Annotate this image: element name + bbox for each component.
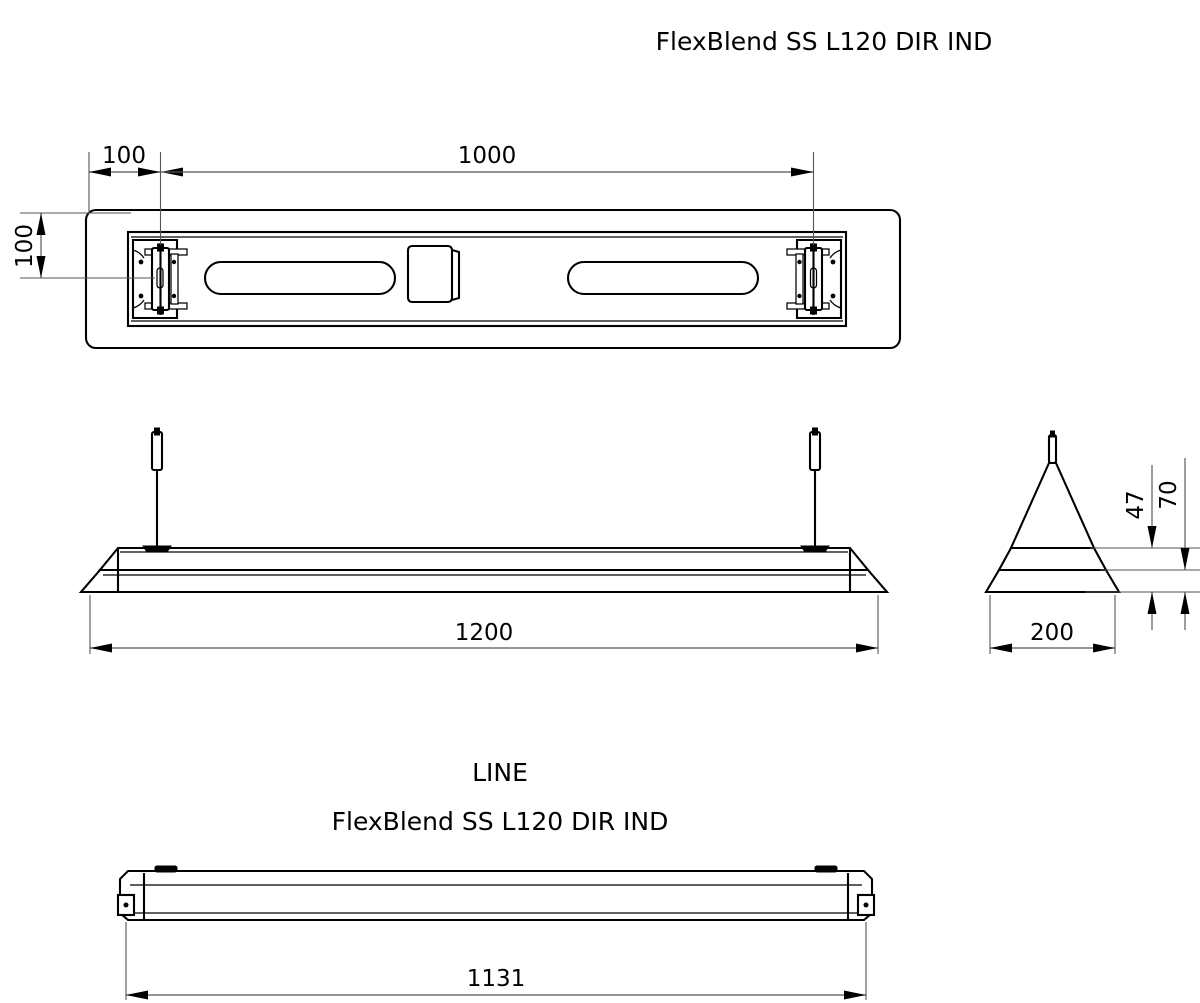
line-section: LINE FlexBlend SS L120 DIR IND [116, 758, 876, 1000]
dimension-line-length: 1131 [125, 922, 867, 1000]
dim-label-mount-spacing: 1000 [458, 143, 517, 169]
dim-100h-arrow-left [89, 167, 111, 177]
dim-label-line-length: 1131 [467, 966, 526, 992]
wire-left-tip [154, 427, 160, 436]
dim-1131-arrow-right [844, 990, 866, 1000]
bracket-right-pin-head-bottom [810, 306, 817, 315]
bracket-right-screw-2 [830, 293, 836, 299]
bracket-right-tab-screw-2 [797, 293, 802, 299]
dim-1200-arrow-left [90, 643, 112, 653]
side-end-view: 200 47 70 [984, 430, 1200, 654]
top-view: 100 1000 100 [12, 143, 902, 350]
bracket-right-tab-screw-1 [797, 259, 802, 265]
suspension-wire-left [142, 427, 172, 553]
wire-left-gripper [150, 430, 164, 472]
bracket-left-notch-tl [132, 240, 145, 259]
top-view-outer-housing [84, 208, 902, 350]
front-view-lower-trapezoid [78, 568, 890, 594]
dim-200-arrow-right [1093, 643, 1115, 653]
bracket-left-screw-2 [138, 293, 144, 299]
top-view-slot-right [566, 260, 760, 296]
side-view-upper-trapezoid [997, 546, 1108, 572]
bracket-right-notch-tr [829, 240, 842, 259]
side-view-cone-canopy [1009, 461, 1096, 550]
front-view-upper-trapezoid [97, 546, 871, 572]
front-elevation-view: 1200 [78, 427, 890, 654]
dim-1000-arrow-right [791, 167, 814, 177]
line-endcap-right-screw [863, 902, 869, 908]
dim-47-arrow-top [1147, 526, 1157, 548]
bracket-left-pin-head-top [157, 243, 164, 252]
dimension-mount-spacing: 1000 [160, 143, 815, 245]
dim-1131-arrow-left [126, 990, 148, 1000]
side-view-wire-gripper [1047, 433, 1058, 465]
bracket-left-tab-screw-2 [171, 293, 177, 299]
top-view-junction-box-flange [451, 248, 461, 302]
dim-label-side-height-lower: 47 [1123, 490, 1149, 519]
bracket-right-screw-1 [830, 259, 836, 265]
dim-100v-arrow-bottom [36, 256, 46, 278]
dim-100h-arrow-right [138, 167, 161, 177]
top-view-inner-deck [126, 230, 848, 328]
bracket-left-pin-head-bottom [157, 306, 164, 315]
top-view-slot-left [203, 260, 397, 296]
line-section-label: LINE [472, 758, 528, 787]
side-view-wire-tip [1050, 430, 1055, 438]
dim-label-top-edge-offset: 100 [102, 143, 146, 169]
dimension-side-width: 200 [989, 595, 1116, 654]
bracket-right-pin-head-top [810, 243, 817, 252]
page-title: FlexBlend SS L120 DIR IND [656, 27, 993, 56]
dim-100v-arrow-top [36, 213, 46, 235]
top-view-bracket-right [786, 238, 843, 320]
dim-200-arrow-left [990, 643, 1012, 653]
line-mount-nub-right [814, 865, 838, 873]
dimension-front-length: 1200 [89, 595, 879, 654]
dim-label-mount-inset-vertical: 100 [12, 224, 38, 268]
line-profile-body [118, 869, 874, 922]
line-mount-nub-left [154, 865, 178, 873]
wire-right-gripper [808, 430, 822, 472]
dim-70-arrow-top [1180, 548, 1190, 570]
dim-70-arrow-bottom [1180, 592, 1190, 614]
dimension-side-height-total: 70 [1100, 458, 1200, 630]
wire-right-tip [812, 427, 818, 436]
dimension-mount-inset-vertical: 100 [12, 212, 155, 279]
bracket-left-tab-screw-1 [171, 259, 177, 265]
dim-1200-arrow-right [856, 643, 878, 653]
line-endcap-left-screw [123, 902, 129, 908]
line-variant-view: 1131 [116, 865, 876, 1000]
bracket-left-notch-bl [132, 299, 145, 318]
dim-label-side-height-total: 70 [1156, 480, 1182, 509]
suspension-wire-right [800, 427, 830, 553]
line-section-product: FlexBlend SS L120 DIR IND [332, 807, 669, 836]
top-view-junction-box [406, 244, 454, 304]
top-view-bracket-left [131, 238, 188, 320]
dim-label-side-width: 200 [1030, 620, 1074, 646]
bracket-left-side-tab [170, 253, 179, 305]
bracket-right-notch-br [829, 299, 842, 318]
dimension-top-edge-offset: 100 [88, 143, 183, 245]
dim-label-front-length: 1200 [455, 620, 514, 646]
bracket-left-screw-1 [138, 259, 144, 265]
dim-47-arrow-bottom [1147, 592, 1157, 614]
side-view-lower-trapezoid [984, 568, 1121, 594]
bracket-right-side-tab [795, 253, 804, 305]
